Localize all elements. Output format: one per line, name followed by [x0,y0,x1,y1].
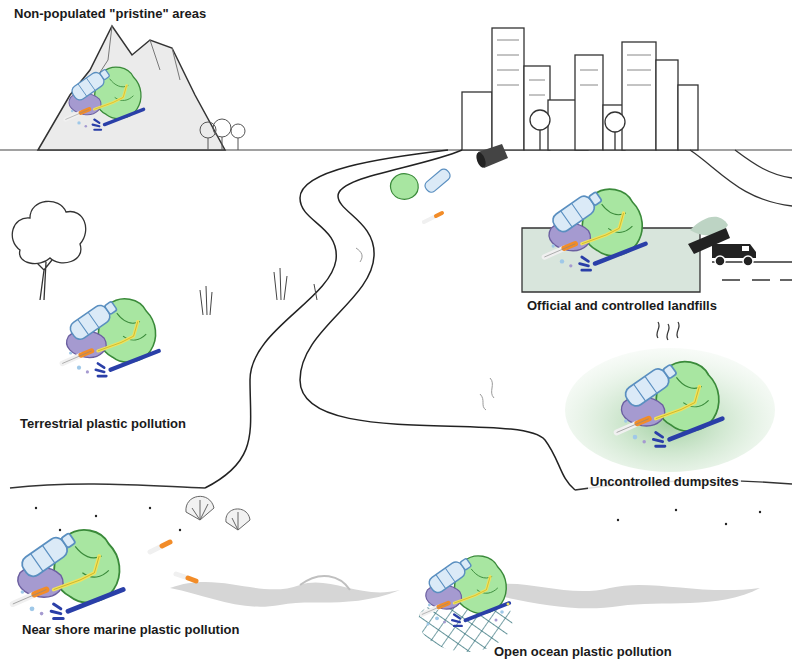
sand-dots [35,507,761,531]
city [462,28,698,150]
river [205,150,575,490]
plastic-waste [65,66,143,129]
dumpsite-mound [565,348,775,472]
plastic-waste [544,188,645,270]
microplastics [427,603,510,626]
plastic-waste [617,360,723,446]
tree [12,201,85,300]
region-label: Official and controlled landfills [525,298,719,314]
region-label: Open ocean plastic pollution [492,644,674,660]
plastic-waste [62,298,159,376]
pipe-outlet [475,144,508,169]
odor-lines [657,322,679,340]
reeds [200,268,317,315]
cigarettes [150,542,196,581]
plastic-waste [391,167,453,222]
plastic-waste [422,555,509,626]
plastic-waste [13,529,123,619]
region-label: Near shore marine plastic pollution [20,622,241,638]
mountain [38,26,245,150]
region-label: Uncontrolled dumpsites [588,474,741,490]
region-label: Non-populated "pristine" areas [12,6,208,22]
truck [688,228,756,266]
road [690,150,792,280]
shells [186,496,250,530]
region-label: Terrestrial plastic pollution [18,416,188,432]
